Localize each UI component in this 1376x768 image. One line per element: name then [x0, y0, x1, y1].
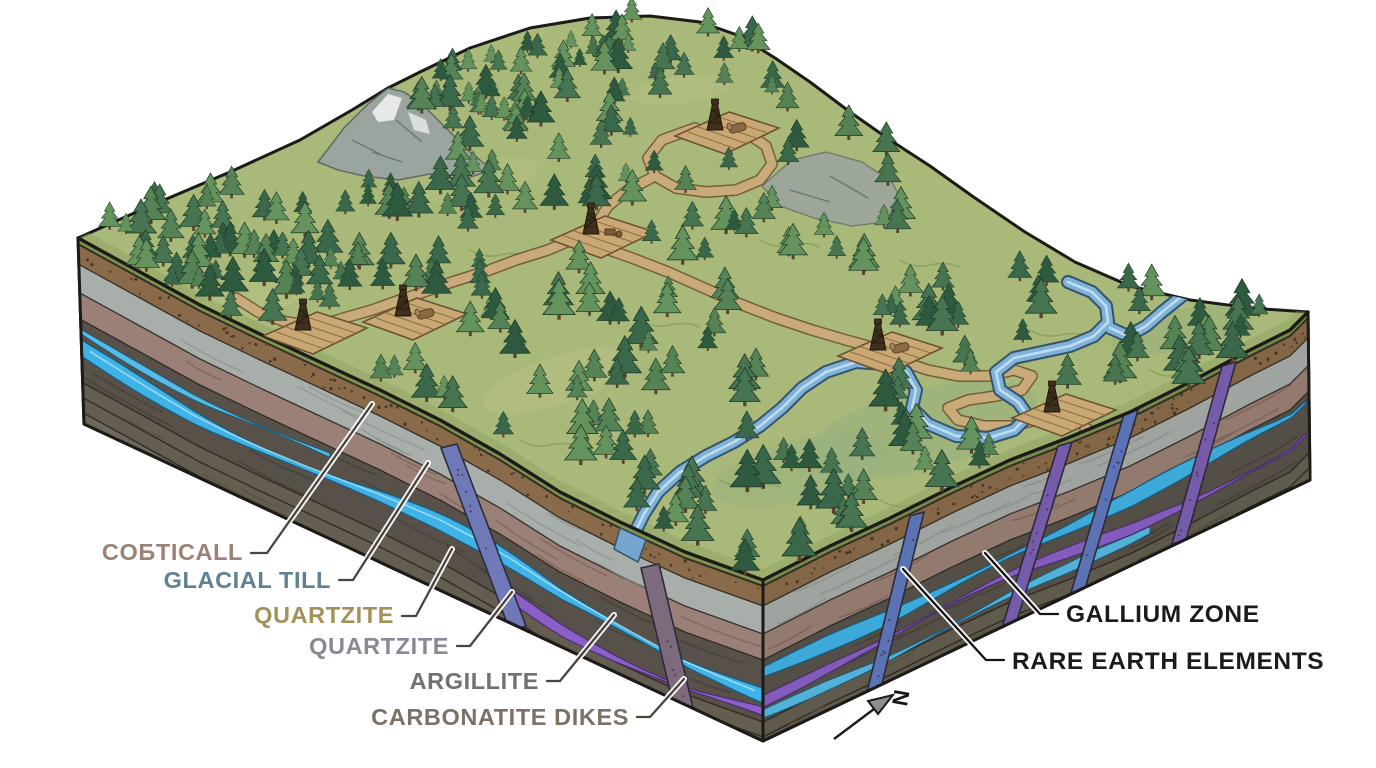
drill-derrick	[582, 202, 623, 238]
drill-derrick	[294, 298, 312, 331]
label-leader-lines	[248, 401, 1061, 720]
drill-derrick	[394, 284, 435, 320]
drill-derrick	[869, 318, 910, 354]
label-gallium-zone: GALLIUM ZONE	[1066, 601, 1260, 628]
label-carbonatite-dikes: CARBONATITE DIKES	[371, 704, 629, 730]
drill-derrick	[1043, 380, 1061, 413]
label-quartzite-upper: QUARTZITE	[254, 602, 394, 628]
drill-derricks	[294, 98, 1090, 448]
label-cortical-soil: COБTICALL	[102, 539, 243, 565]
block-outlines	[76, 236, 1312, 743]
label-rare-earth-elements: RARE EARTH ELEMENTS	[1012, 648, 1324, 675]
drill-derrick	[706, 98, 747, 134]
north-arrow: N	[833, 688, 915, 740]
drill-pads	[260, 111, 1119, 437]
label-quartzite-lower: QUARTZITE	[309, 633, 449, 659]
north-arrow-label: N	[887, 688, 914, 708]
label-glacial-till: GLACIAL TILL	[164, 567, 331, 593]
north-arrow-head	[866, 693, 896, 716]
label-argillite: ARGILLITE	[410, 668, 539, 694]
strata-labels: COБTICALL GLACIAL TILL QUARTZITE QUARTZI…	[100, 537, 1326, 732]
